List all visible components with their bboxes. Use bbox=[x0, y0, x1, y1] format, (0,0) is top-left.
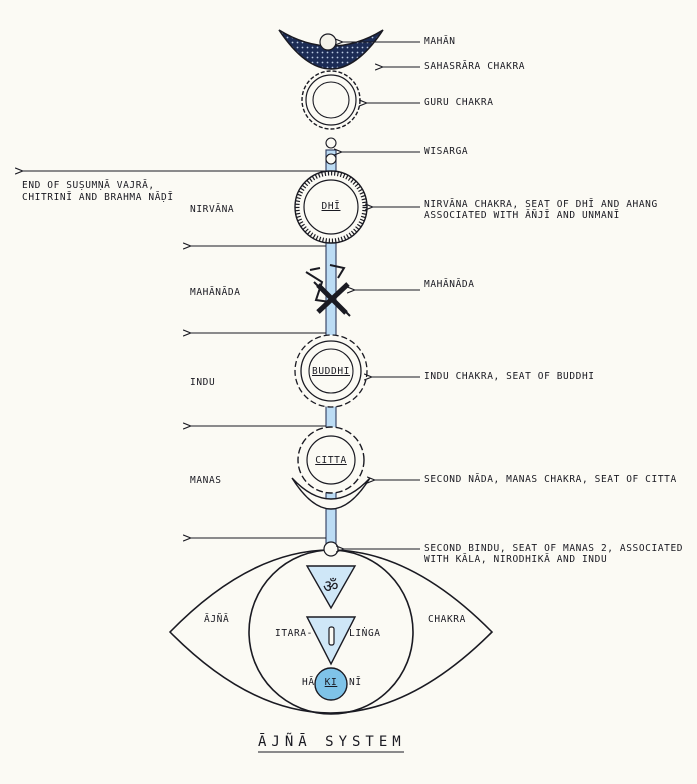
left-arrows bbox=[22, 171, 326, 538]
label-ha: HĀ bbox=[302, 677, 315, 688]
label-mahan: MAHĀN bbox=[424, 36, 456, 47]
label-citta: CITTA bbox=[315, 455, 347, 466]
label-chakra: CHAKRA bbox=[428, 614, 466, 625]
guru-chakra bbox=[301, 70, 361, 130]
label-second-nada: SECOND NĀDA, MANAS CHAKRA, SEAT OF CITTA bbox=[424, 474, 677, 485]
label-mahanada-left: MAHĀNĀDA bbox=[190, 287, 241, 298]
label-linga: LIṄGA bbox=[349, 628, 381, 639]
itara-linga-mark bbox=[328, 626, 335, 646]
second-bindu bbox=[323, 541, 339, 557]
label-nirvana-associated: ASSOCIATED WITH ĀÑJĪ AND UNMANĪ bbox=[424, 210, 620, 221]
om-symbol: ॐ bbox=[322, 577, 340, 597]
indu-chakra bbox=[294, 334, 368, 408]
label-dhi: DHĪ bbox=[321, 201, 341, 212]
manas-lotus bbox=[297, 426, 365, 494]
label-end-of-susumna: END OF SUṢUMṆĀ VAJRĀ, bbox=[22, 180, 155, 191]
label-buddhi: BUDDHI bbox=[312, 366, 350, 377]
label-mahanada-right: MAHĀNĀDA bbox=[424, 279, 475, 290]
label-nirvana-chakra: NIRVĀNA CHAKRA, SEAT OF DHĪ AND AHANG bbox=[424, 199, 658, 210]
label-ajna: ĀJÑĀ bbox=[204, 614, 230, 625]
label-manas-left: MANAS bbox=[190, 475, 222, 486]
label-wisarga: WISARGA bbox=[424, 146, 469, 157]
label-ki: KI bbox=[324, 677, 338, 688]
label-indu-left: INDU bbox=[190, 377, 216, 388]
label-itara: ITARA- bbox=[275, 628, 313, 639]
label-indu-chakra: INDU CHAKRA, SEAT OF BUDDHI bbox=[424, 371, 595, 382]
diagram-title: ĀJÑĀ SYSTEM bbox=[258, 734, 406, 750]
mahan-circle bbox=[319, 33, 337, 51]
label-sahasrara-chakra: SAHASRĀRA CHAKRA bbox=[424, 61, 526, 72]
label-nirvana-left: NIRVĀNA bbox=[190, 204, 235, 215]
hakini-circle bbox=[314, 667, 348, 701]
ajna-eye-outline bbox=[168, 549, 494, 714]
right-pointers bbox=[341, 42, 420, 549]
mahanada-symbol bbox=[305, 264, 351, 317]
label-second-bindu-associated: WITH KĀLA, NIRODHIKĀ AND INDU bbox=[424, 554, 608, 565]
wisarga-dot-upper bbox=[325, 137, 337, 149]
label-guru-chakra: GURU CHAKRA bbox=[424, 97, 494, 108]
wisarga-dot-lower bbox=[325, 153, 337, 165]
label-second-bindu: SECOND BINDU, SEAT OF MANAS 2, ASSOCIATE… bbox=[424, 543, 684, 554]
label-chitrini-brahma-nadi: CHITRINĪ AND BRAHMA NĀḌĪ bbox=[22, 192, 174, 203]
om-triangle bbox=[305, 565, 357, 610]
label-ni: NĪ bbox=[349, 677, 362, 688]
